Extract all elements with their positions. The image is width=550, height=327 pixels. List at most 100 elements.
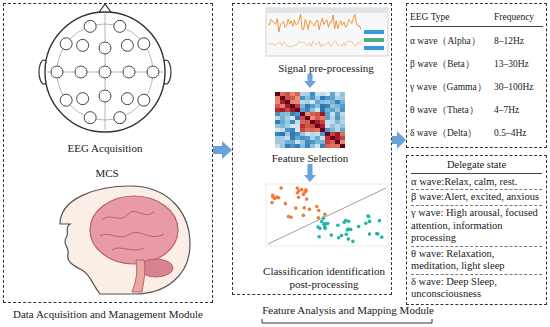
heat-cell (340, 144, 345, 148)
heat-cell (300, 112, 305, 116)
scatter-dot (337, 236, 341, 240)
heat-cell (275, 128, 280, 132)
heat-cell (310, 120, 315, 124)
scatter-dot (270, 201, 274, 205)
state-item: γ wave: High arousal, focused attention,… (411, 205, 542, 245)
heat-cell (335, 144, 340, 148)
heat-cell (295, 120, 300, 124)
heat-cell (295, 100, 300, 104)
heat-cell (315, 132, 320, 136)
heat-cell (275, 116, 280, 120)
heat-cell (290, 132, 295, 136)
heat-cell (275, 136, 280, 140)
image-caption: EEG Acquisition (40, 140, 170, 156)
heat-cell (335, 116, 340, 120)
heat-cell (315, 96, 320, 100)
eeg-head (39, 4, 171, 132)
scatter-dot (368, 220, 372, 224)
heat-cell (285, 124, 290, 128)
scatter-dot (302, 214, 306, 218)
heat-cell (290, 124, 295, 128)
state-item: δ wave: Deep Sleep, unconsciousness (411, 274, 542, 301)
heat-cell (305, 120, 310, 124)
heat-cell (310, 144, 315, 148)
heat-cell (335, 96, 340, 100)
state-item: θ wave: Relaxation, meditation, light sl… (411, 246, 542, 273)
heat-cell (330, 92, 335, 96)
flow-arrow (304, 164, 316, 182)
scatter-dot (367, 215, 371, 219)
mcs-head (60, 186, 190, 294)
heat-cell (310, 116, 315, 120)
heat-cell (315, 140, 320, 144)
electrode (147, 66, 159, 78)
heat-cell (280, 140, 285, 144)
bracket (262, 319, 432, 323)
electrode (99, 90, 111, 102)
heat-cell (285, 140, 290, 144)
module-title: Feature Analysis and Mapping Module (253, 304, 443, 317)
scatter-dot (351, 240, 355, 244)
heat-cell (280, 116, 285, 120)
arrow-shaft (392, 136, 398, 144)
brain-stem (132, 260, 145, 292)
heat-cell (305, 140, 310, 144)
heat-cell (305, 112, 310, 116)
heat-cell (305, 132, 310, 136)
scatter-dot (284, 202, 288, 206)
image-caption: MCS (80, 165, 134, 181)
heat-cell (330, 136, 335, 140)
scatter-dot (279, 186, 283, 190)
heat-cell (290, 96, 295, 100)
heat-cell (325, 92, 330, 96)
arrow-head (222, 141, 232, 159)
table-cell: 0.5–4Hz (494, 125, 543, 142)
heat-cell (300, 128, 305, 132)
heat-cell (290, 112, 295, 116)
heatmap (275, 92, 345, 148)
heat-cell (290, 136, 295, 140)
heat-cell (330, 104, 335, 108)
heat-cell (310, 132, 315, 136)
heat-cell (340, 128, 345, 132)
heat-cell (320, 136, 325, 140)
scatter-dot (329, 233, 333, 237)
heat-cell (305, 104, 310, 108)
heat-cell (275, 104, 280, 108)
heat-cell (300, 144, 305, 148)
table-header: Frequency (494, 9, 543, 27)
arrow-head (304, 175, 316, 182)
heat-cell (335, 92, 340, 96)
scatter-dot (364, 221, 368, 225)
heat-cell (290, 128, 295, 132)
heat-cell (275, 108, 280, 112)
heat-cell (315, 128, 320, 132)
heat-cell (320, 108, 325, 112)
scatter-dot (336, 223, 340, 227)
heat-cell (280, 112, 285, 116)
electrode (60, 38, 72, 50)
heat-cell (280, 120, 285, 124)
heat-cell (280, 128, 285, 132)
electrode (114, 20, 126, 32)
scatter-dot (378, 219, 382, 223)
heat-cell (325, 104, 330, 108)
heat-cell (300, 132, 305, 136)
heat-cell (325, 144, 330, 148)
heat-cell (285, 136, 290, 140)
scatter-dot (380, 235, 384, 239)
module-title: Data Acquisition and Management Module (2, 308, 214, 321)
electrode (99, 66, 111, 78)
heat-cell (310, 108, 315, 112)
heat-cell (285, 144, 290, 148)
heat-cell (330, 144, 335, 148)
heat-cell (320, 100, 325, 104)
heat-cell (275, 140, 280, 144)
electrode (77, 39, 89, 51)
table-cell: α wave（Alpha） (410, 33, 494, 50)
flow-arrow (304, 74, 316, 88)
table-header: EEG Type (410, 9, 494, 27)
heat-cell (280, 136, 285, 140)
scatter-dot (323, 212, 327, 216)
heat-cell (325, 136, 330, 140)
